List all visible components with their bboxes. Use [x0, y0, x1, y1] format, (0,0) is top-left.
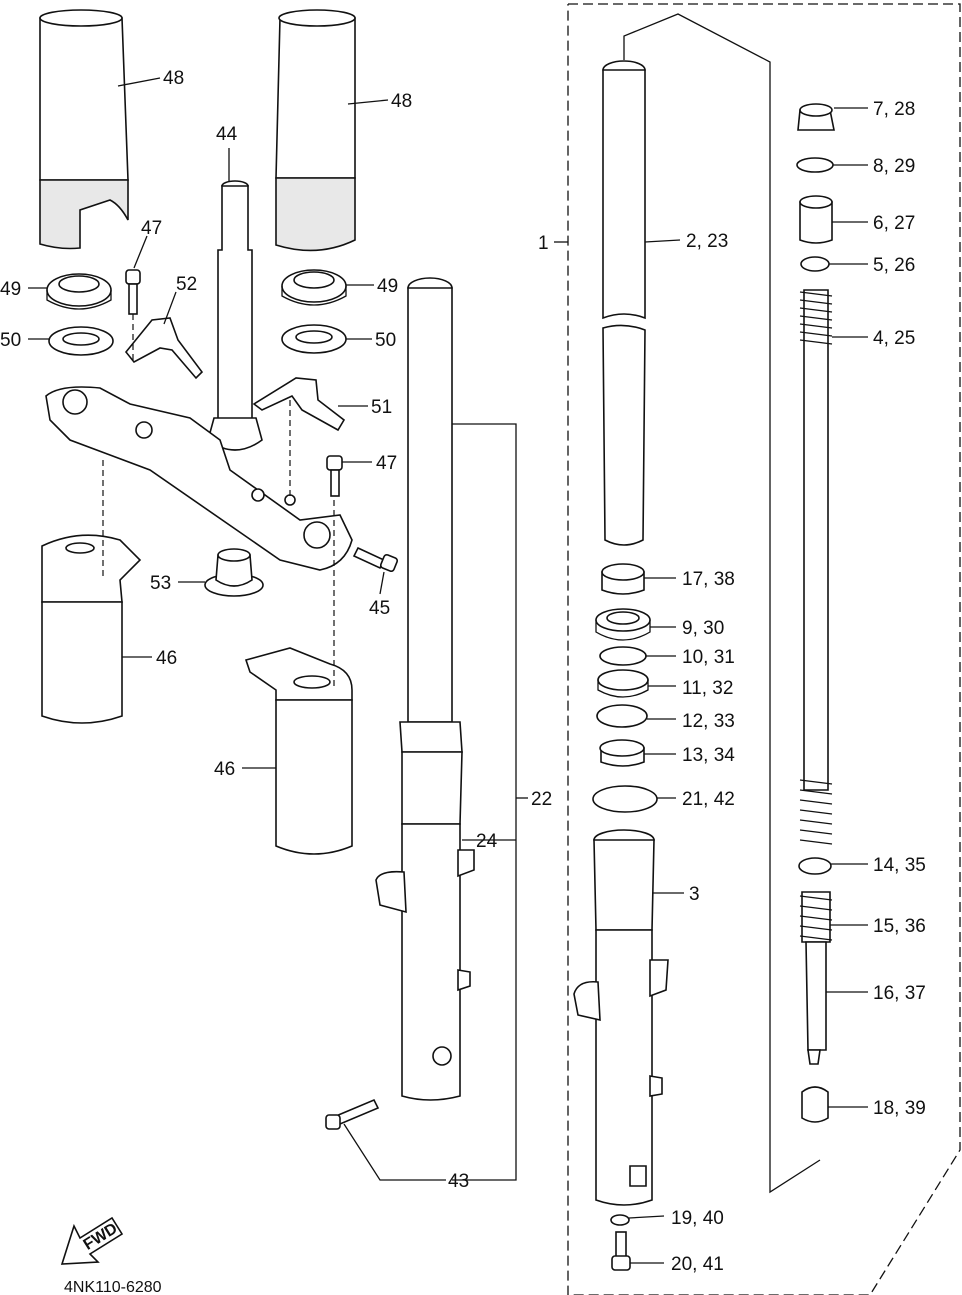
diagram-code: 4NK110-6280 — [64, 1279, 162, 1295]
seal-49-left — [46, 273, 112, 310]
washer-50-left — [48, 326, 114, 356]
callout-47-lower: 47 — [376, 453, 397, 474]
callout-7-28: 7, 28 — [873, 99, 915, 120]
clip-10 — [599, 646, 647, 666]
inner-tube-2 — [602, 60, 646, 546]
bolt-47-upper — [125, 269, 141, 315]
leader-lines — [28, 77, 868, 1264]
callout-14-35: 14, 35 — [873, 855, 926, 876]
dust-seal-11 — [597, 669, 649, 698]
upper-fork-cover-right — [275, 9, 356, 252]
upper-fork-cover-left — [39, 9, 129, 250]
rebound-spring-15 — [799, 891, 833, 943]
bolt-20 — [611, 1231, 631, 1271]
callout-15-36: 15, 36 — [873, 916, 926, 937]
bolt-45 — [352, 546, 399, 573]
callout-47-upper: 47 — [141, 218, 162, 239]
callout-50-right: 50 — [375, 330, 396, 351]
washer-5 — [800, 256, 830, 272]
bolt-47-lower — [326, 455, 343, 497]
fwd-arrow-icon: FWD — [60, 1216, 124, 1265]
washer-50-right — [281, 324, 347, 354]
o-ring-21 — [592, 785, 658, 813]
spacer-6 — [799, 195, 833, 244]
under-bracket — [45, 386, 353, 571]
callout-1: 1 — [538, 233, 549, 254]
washer-19 — [610, 1214, 630, 1226]
lower-cover-46-left — [41, 534, 142, 724]
callout-21-42: 21, 42 — [682, 789, 735, 810]
damper-rod-16 — [805, 941, 827, 1065]
callout-52: 52 — [176, 274, 197, 295]
cap-bolt-7 — [797, 103, 835, 131]
callout-4-25: 4, 25 — [873, 328, 915, 349]
callout-49-left: 49 — [0, 279, 21, 300]
bracket-52 — [124, 317, 204, 380]
callout-19-40: 19, 40 — [671, 1208, 724, 1229]
callout-13-34: 13, 34 — [682, 745, 735, 766]
callout-50-left: 50 — [0, 330, 21, 351]
outer-tube-24 — [375, 721, 475, 1101]
bolt-43 — [325, 1098, 380, 1130]
callout-5-26: 5, 26 — [873, 255, 915, 276]
outer-tube-3 — [573, 829, 669, 1206]
callout-51: 51 — [371, 397, 392, 418]
callout-20-41: 20, 41 — [671, 1254, 724, 1275]
bearing-53 — [204, 548, 264, 597]
oil-lock-piece-18 — [801, 1086, 829, 1123]
bushing-13 — [599, 739, 645, 767]
cable-guide-51 — [252, 377, 346, 432]
washer-12 — [596, 704, 648, 728]
callout-11-32: 11, 32 — [682, 678, 733, 699]
callout-9-30: 9, 30 — [682, 618, 724, 639]
callout-48-right: 48 — [391, 91, 412, 112]
callout-49-right: 49 — [377, 276, 398, 297]
callout-2-23: 2, 23 — [686, 231, 728, 252]
o-ring-8 — [796, 157, 834, 173]
callout-17-38: 17, 38 — [682, 569, 735, 590]
callout-18-39: 18, 39 — [873, 1098, 926, 1119]
callout-24: 24 — [476, 831, 498, 852]
callout-45: 45 — [369, 598, 390, 619]
callout-44: 44 — [216, 124, 238, 145]
callout-53: 53 — [150, 573, 171, 594]
callout-10-31: 10, 31 — [682, 647, 735, 668]
callout-22: 22 — [531, 789, 552, 810]
callout-16-37: 16, 37 — [873, 983, 926, 1004]
callout-6-27: 6, 27 — [873, 213, 915, 234]
callout-43: 43 — [448, 1171, 469, 1192]
callout-8-29: 8, 29 — [873, 156, 915, 177]
steering-stem-44 — [207, 180, 263, 451]
callout-3: 3 — [689, 884, 700, 905]
lower-cover-46-right — [244, 647, 353, 855]
callout-48-left: 48 — [163, 68, 184, 89]
ring-14 — [798, 857, 832, 875]
inner-tube-assembled — [407, 277, 453, 723]
seal-49-right — [281, 269, 347, 306]
bushing-17 — [601, 563, 645, 595]
oil-seal-9 — [595, 608, 651, 641]
callout-46-left: 46 — [156, 648, 177, 669]
callout-12-33: 12, 33 — [682, 711, 735, 732]
callout-46-right: 46 — [214, 759, 235, 780]
fork-spring-4 — [799, 289, 833, 845]
